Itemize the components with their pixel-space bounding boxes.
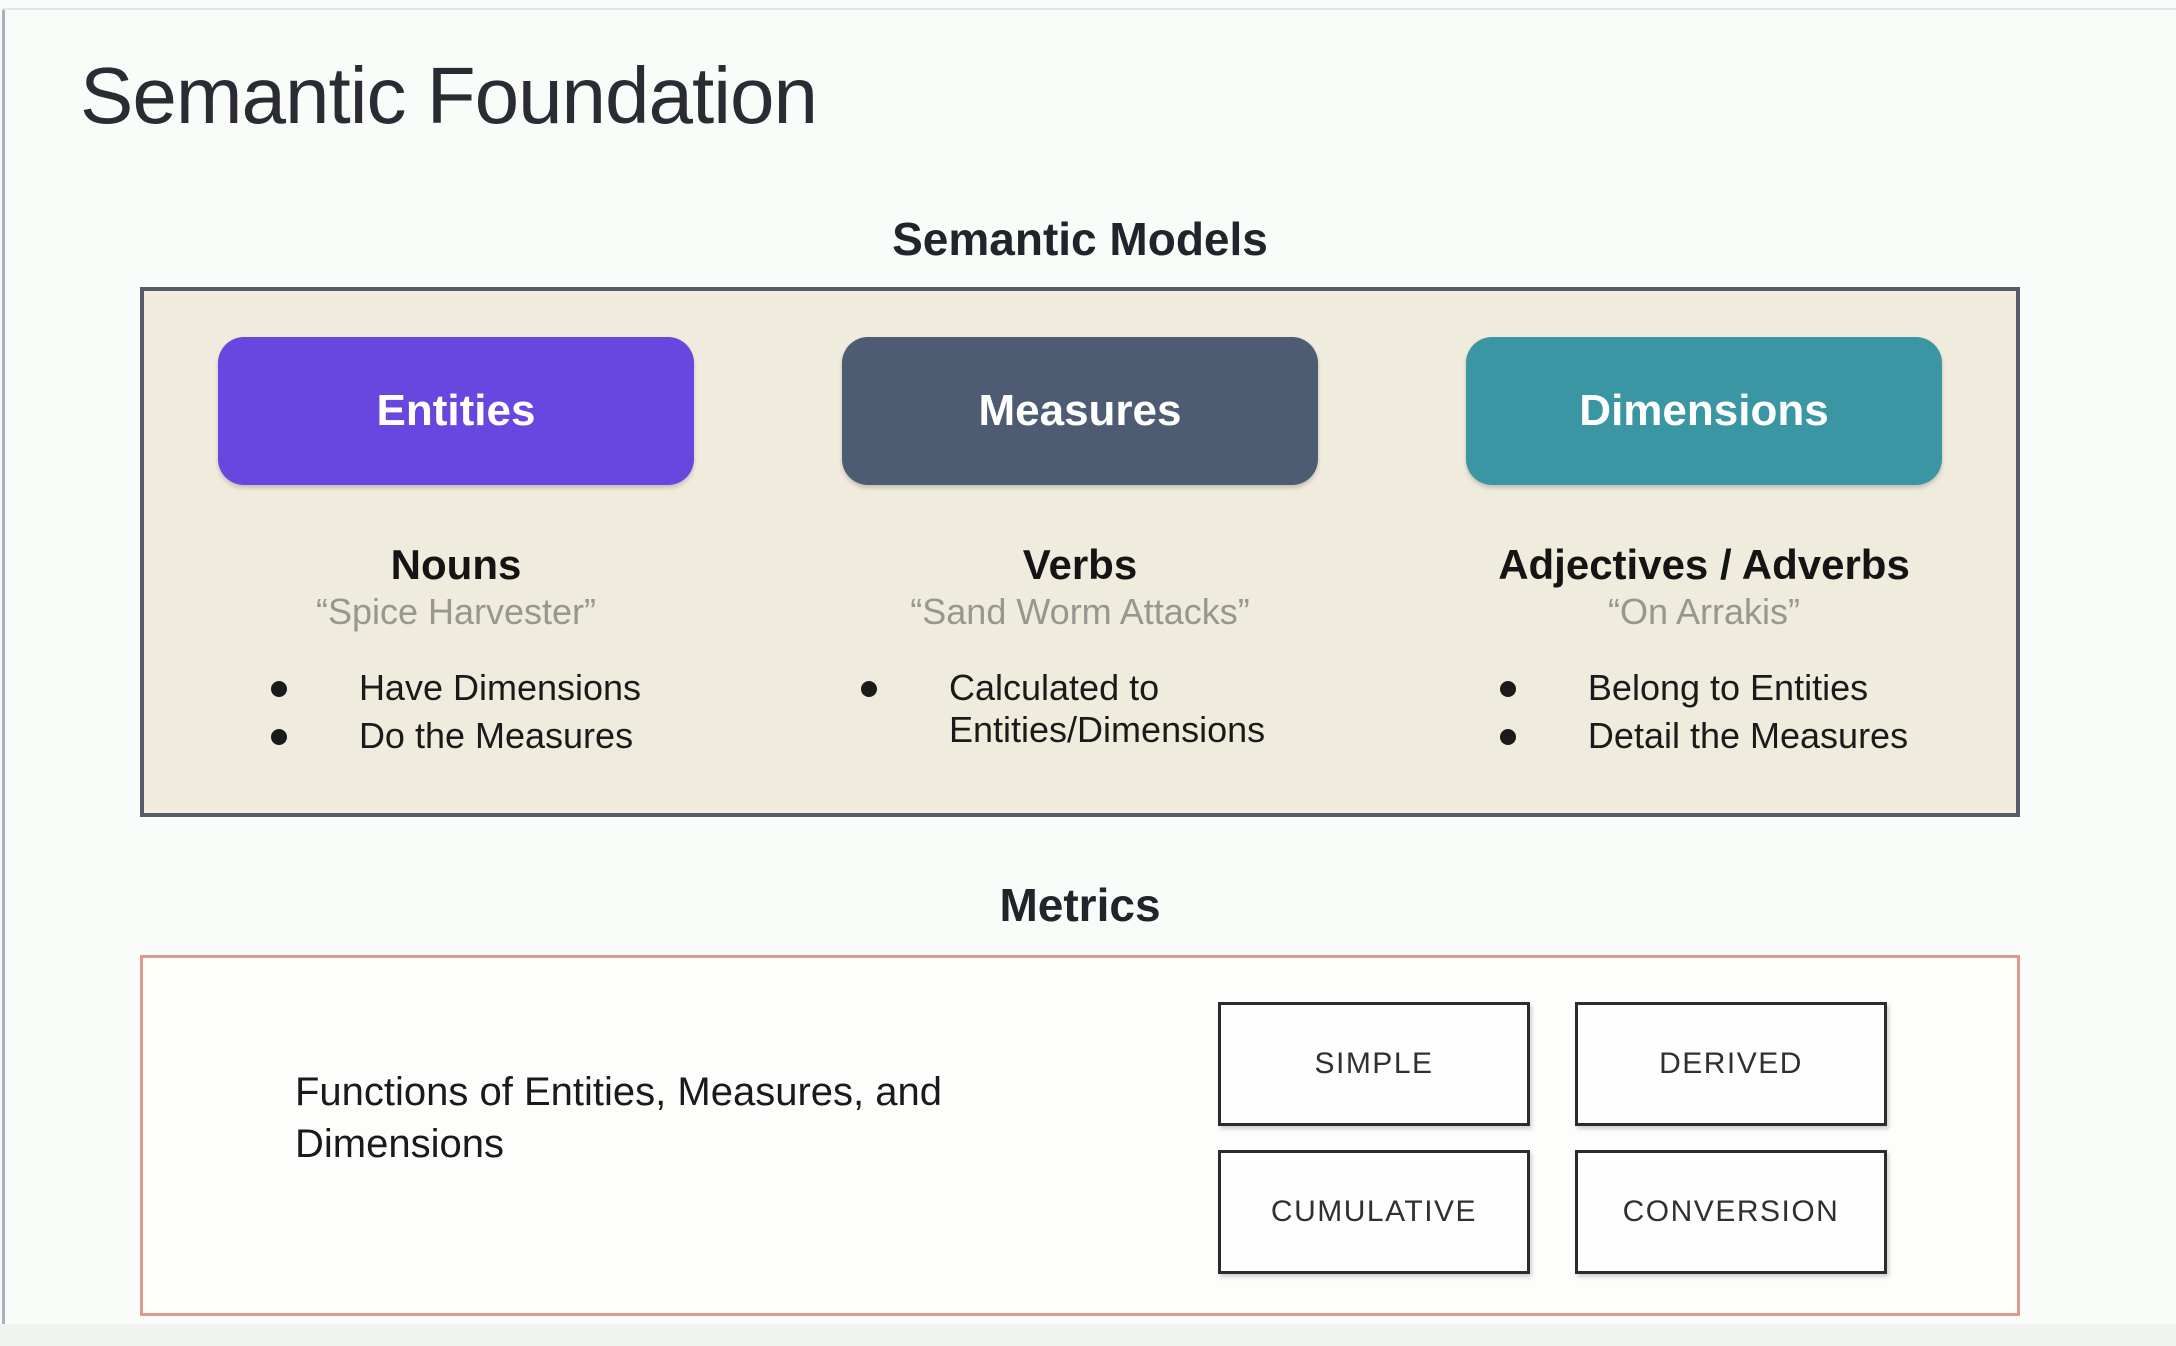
bullet-dot-icon bbox=[1499, 729, 1516, 746]
bottom-letterbox bbox=[0, 1324, 2176, 1346]
measures-example-quote: “Sand Worm Attacks” bbox=[910, 591, 1250, 633]
window-top-edge bbox=[2, 8, 2176, 10]
measures-role-label: Verbs bbox=[1022, 541, 1138, 588]
metrics-heading: Metrics bbox=[999, 879, 1161, 931]
metric-tiles-grid: SIMPLE DERIVED CUMULATIVE CONVERSION bbox=[1218, 1002, 1887, 1274]
bullet-text: Belong to Entities bbox=[1587, 666, 1869, 708]
metric-tile-cumulative: CUMULATIVE bbox=[1218, 1150, 1530, 1274]
list-item: Do the Measures bbox=[270, 715, 641, 757]
dimensions-role-label: Adjectives / Adverbs bbox=[1498, 541, 1910, 588]
window-left-edge bbox=[2, 8, 5, 1346]
entities-bullet-list: Have Dimensions Do the Measures bbox=[270, 666, 642, 764]
bullet-dot-icon bbox=[270, 680, 287, 697]
bullet-text: Detail the Measures bbox=[1587, 715, 1909, 757]
list-item: Have Dimensions bbox=[270, 666, 642, 709]
list-item: Calculated to Entities/Dimensions bbox=[861, 667, 1299, 752]
measures-column: Measures Verbs “Sand Worm Attacks” Calcu… bbox=[768, 291, 1392, 813]
list-item: Detail the Measures bbox=[1499, 715, 1909, 757]
slide-title: Semantic Foundation bbox=[80, 51, 818, 140]
bullet-text: Do the Measures bbox=[358, 715, 634, 757]
list-item: Belong to Entities bbox=[1499, 666, 1908, 709]
semantic-models-heading: Semantic Models bbox=[892, 213, 1268, 265]
dimensions-column: Dimensions Adjectives / Adverbs “On Arra… bbox=[1392, 291, 2016, 813]
metric-tile-simple: SIMPLE bbox=[1218, 1002, 1530, 1126]
dimensions-example-quote: “On Arrakis” bbox=[1607, 591, 1801, 633]
dimensions-bullet-list: Belong to Entities Detail the Measures bbox=[1499, 666, 1909, 764]
bullet-dot-icon bbox=[1499, 680, 1516, 697]
entities-pill: Entities bbox=[218, 337, 694, 485]
entities-example-quote: “Spice Harvester” bbox=[315, 591, 597, 633]
dimensions-pill: Dimensions bbox=[1466, 337, 1942, 485]
semantic-models-box: Entities Nouns “Spice Harvester” Have Di… bbox=[140, 287, 2020, 817]
measures-bullet-list: Calculated to Entities/Dimensions bbox=[861, 667, 1299, 758]
bullet-text: Have Dimensions bbox=[358, 666, 642, 708]
measures-pill: Measures bbox=[842, 337, 1318, 485]
metric-tile-conversion: CONVERSION bbox=[1575, 1150, 1887, 1274]
metrics-description: Functions of Entities, Measures, and Dim… bbox=[295, 1070, 942, 1166]
bullet-dot-icon bbox=[270, 729, 287, 746]
entities-column: Entities Nouns “Spice Harvester” Have Di… bbox=[144, 291, 768, 813]
bullet-dot-icon bbox=[861, 680, 877, 697]
bullet-text: Calculated to Entities/Dimensions bbox=[949, 666, 1266, 751]
entities-role-label: Nouns bbox=[390, 541, 522, 588]
metric-tile-derived: DERIVED bbox=[1575, 1002, 1887, 1126]
